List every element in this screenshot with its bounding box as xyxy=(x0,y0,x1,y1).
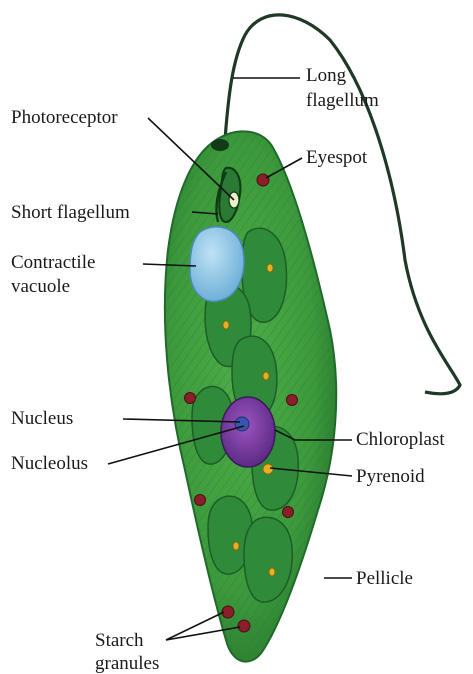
label-nucleolus: Nucleolus xyxy=(11,453,88,474)
label-long-flagellum-line1: Long xyxy=(306,65,347,86)
label-contractile-vacuole-line1: Contractile xyxy=(11,252,95,273)
nucleolus xyxy=(235,417,249,431)
label-long-flagellum-line2: flagellum xyxy=(306,90,379,111)
reservoir-opening xyxy=(211,139,229,151)
label-short-flagellum: Short flagellum xyxy=(11,202,130,223)
label-pellicle: Pellicle xyxy=(356,568,413,589)
label-eyespot: Eyespot xyxy=(306,147,368,168)
nucleus xyxy=(221,397,275,467)
eyespot xyxy=(257,174,269,186)
label-starch-granules-line2: granules xyxy=(95,653,159,674)
label-nucleus: Nucleus xyxy=(11,408,73,429)
label-pyrenoid: Pyrenoid xyxy=(356,466,425,487)
label-chloroplast: Chloroplast xyxy=(356,429,445,450)
label-starch-granules-line1: Starch xyxy=(95,630,144,651)
label-photoreceptor: Photoreceptor xyxy=(11,107,118,128)
contractile-vacuole xyxy=(190,227,244,302)
label-contractile-vacuole-line2: vacuole xyxy=(11,276,70,297)
